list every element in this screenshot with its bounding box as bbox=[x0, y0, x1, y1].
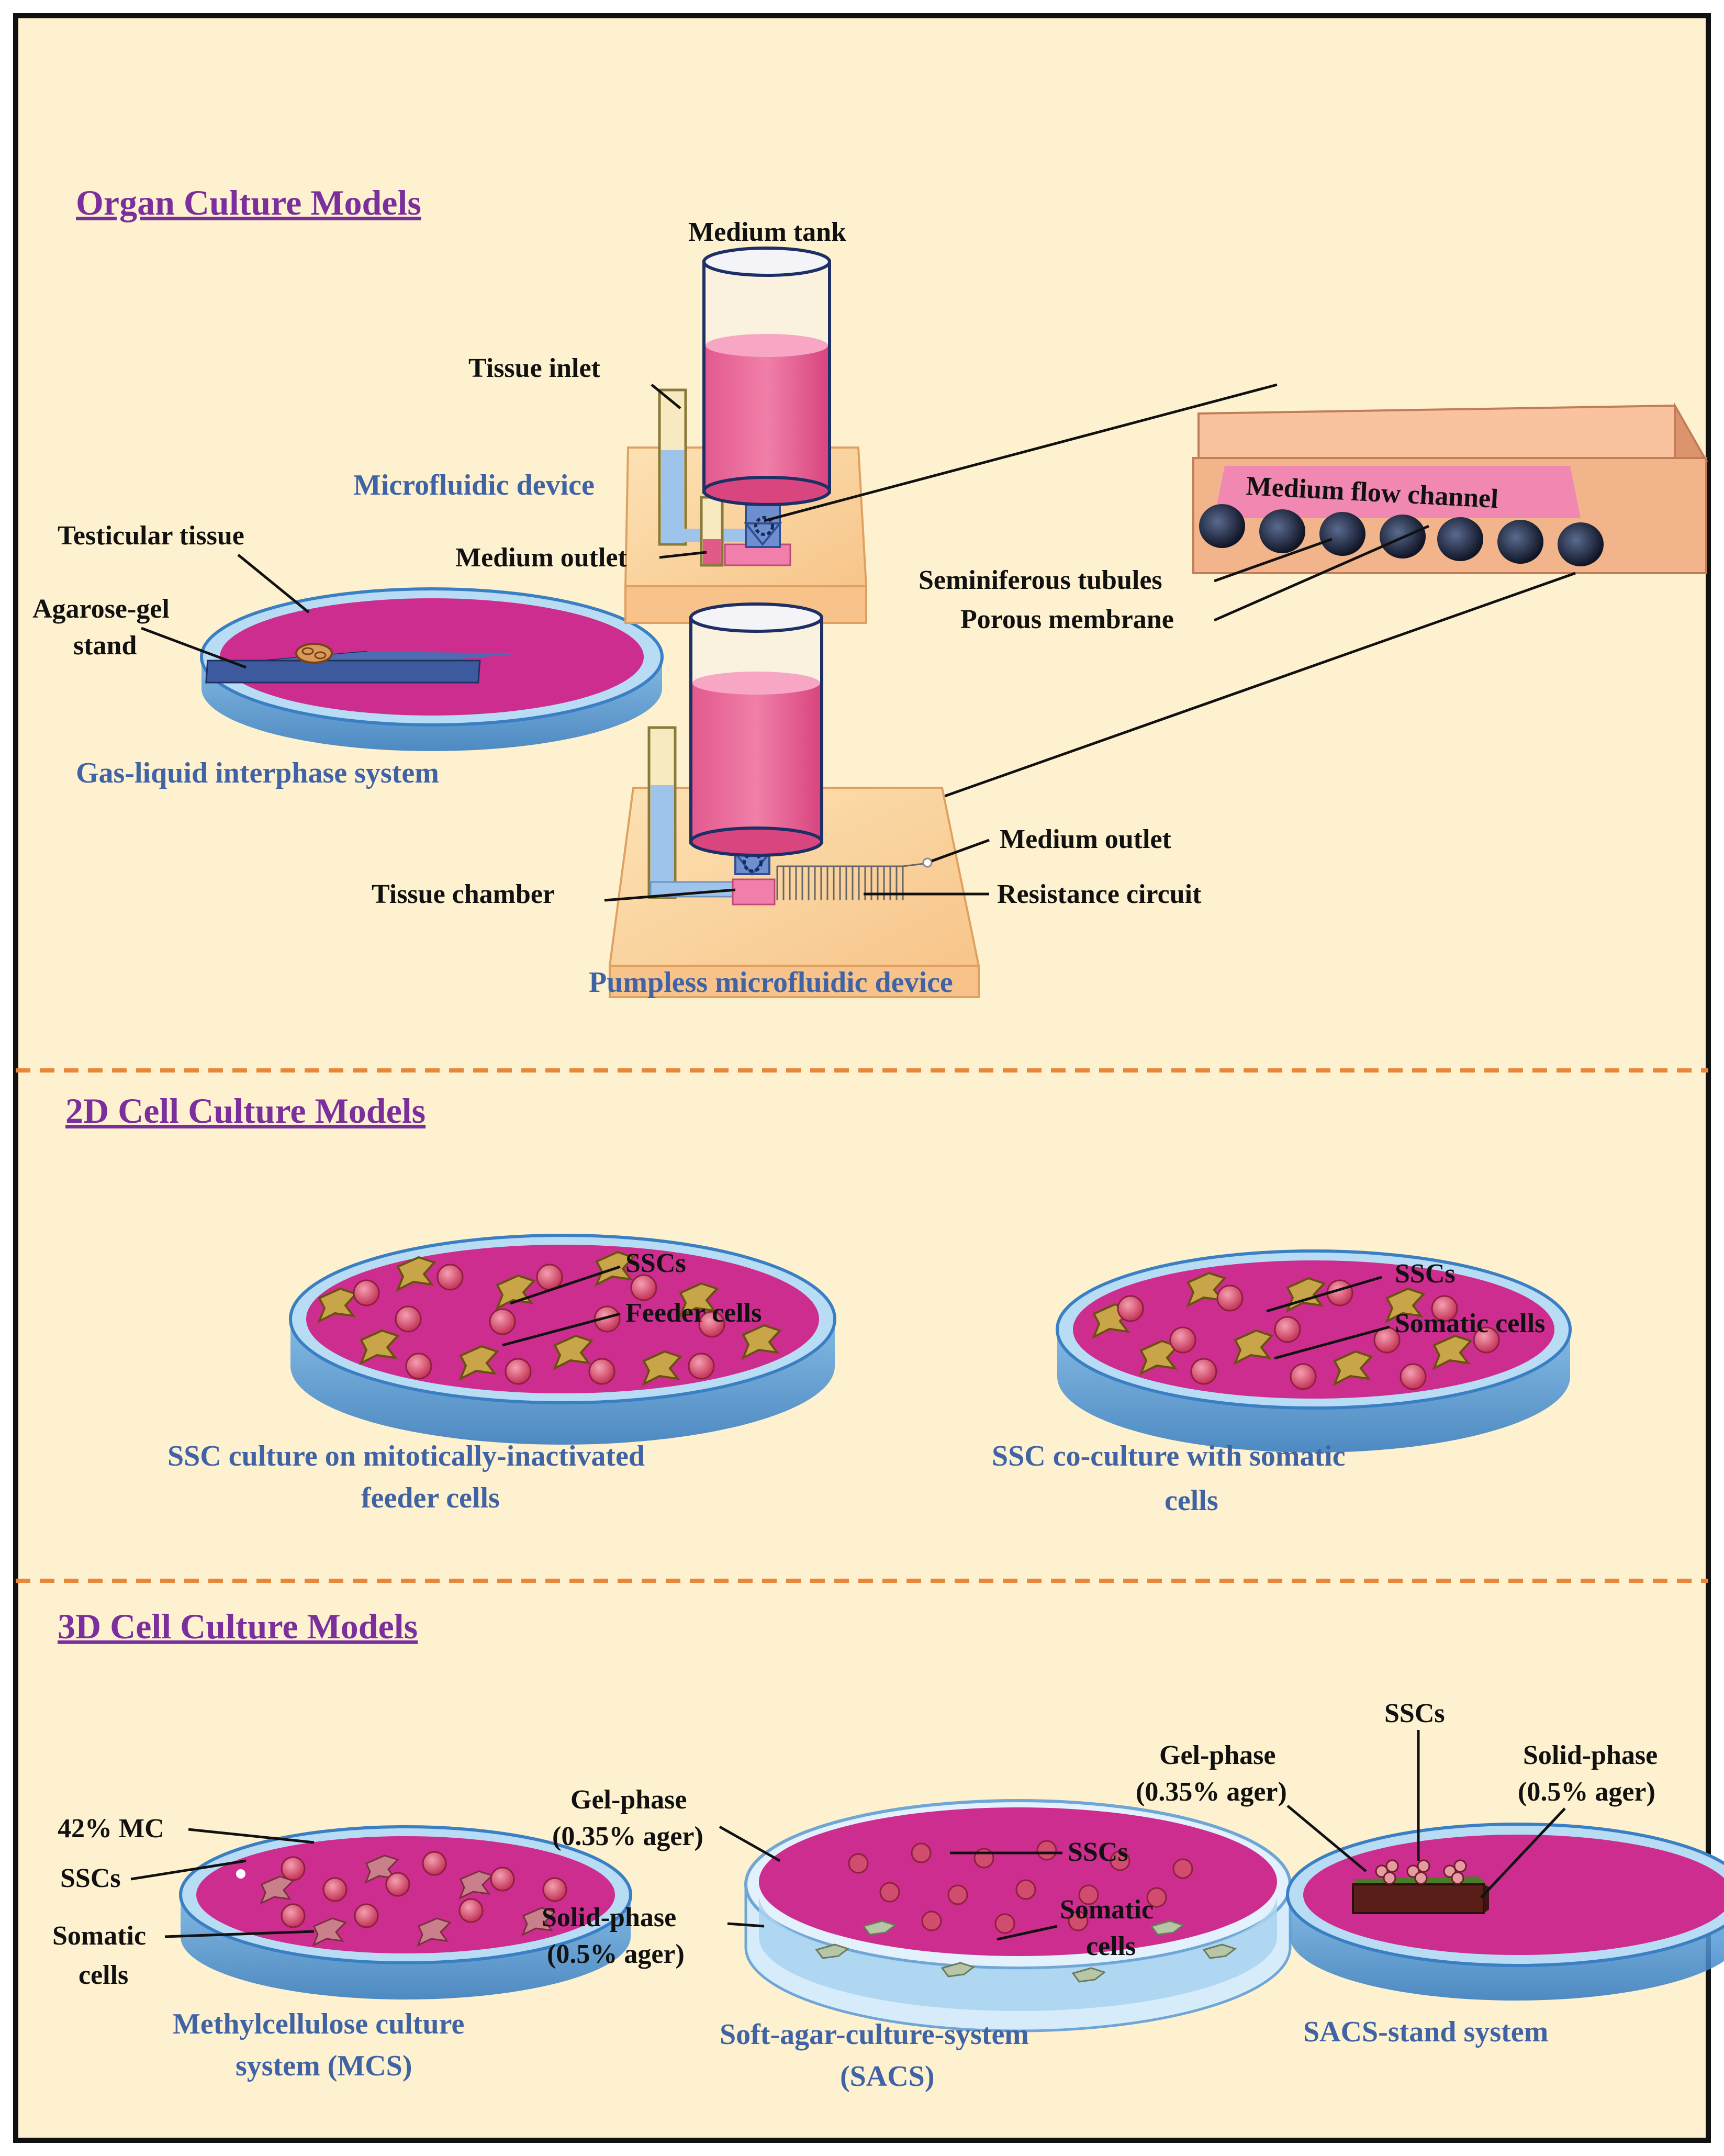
caption-2d-right-line1: SSC co-culture with somatic bbox=[992, 1440, 1346, 1472]
medium-tank-lower bbox=[689, 602, 823, 857]
label-mcs-somatic-line2: cells bbox=[79, 1960, 128, 1990]
label-stand-gel-line1: Gel-phase bbox=[1159, 1740, 1275, 1770]
tissue-chamber-marker-upper bbox=[754, 516, 774, 536]
label-resistance-circuit: Resistance circuit bbox=[997, 879, 1202, 909]
leader-sacs-gel bbox=[719, 1825, 781, 1862]
caption-mcs-line2: system (MCS) bbox=[236, 2050, 412, 2082]
gas-liquid-dish bbox=[200, 587, 664, 751]
label-sacs-sscs: SSCs bbox=[1068, 1837, 1128, 1867]
label-medium-outlet-lower: Medium outlet bbox=[1000, 824, 1172, 854]
leader-mcs-somatic bbox=[164, 1930, 315, 1938]
label-medium-outlet-upper: Medium outlet bbox=[455, 543, 628, 573]
dish-sacs bbox=[744, 1799, 1292, 2032]
leader-sacs-somatic bbox=[997, 1925, 1058, 1941]
medium-flow-channel-box bbox=[1192, 401, 1708, 574]
leader-testicular-tissue bbox=[237, 554, 310, 613]
dish-feeder-culture bbox=[289, 1234, 836, 1445]
leader-2d-feeder-cells bbox=[502, 1312, 621, 1347]
leader-2d-left-sscs bbox=[510, 1265, 621, 1305]
label-tissue-chamber: Tissue chamber bbox=[372, 879, 555, 909]
leader-porous-membrane bbox=[1213, 524, 1430, 622]
zoom-line-upper bbox=[764, 383, 1278, 522]
label-sacs-somatic-line1: Somatic bbox=[1060, 1895, 1154, 1925]
mcs-ssc-cells bbox=[281, 1851, 567, 1928]
leader-stand-gel bbox=[1286, 1805, 1367, 1872]
label-medium-tank: Medium tank bbox=[688, 217, 846, 247]
label-stand-sscs: SSCs bbox=[1384, 1699, 1445, 1728]
dish-somatic-coculture bbox=[1056, 1249, 1572, 1453]
testicular-tissue-piece bbox=[295, 643, 333, 664]
label-stand-solid-line1: Solid-phase bbox=[1523, 1740, 1658, 1770]
label-2d-left-sscs: SSCs bbox=[625, 1248, 686, 1278]
ssc-cells-left bbox=[353, 1264, 725, 1385]
leader-mcs-sscs bbox=[130, 1859, 247, 1881]
dish-mcs bbox=[179, 1825, 632, 1999]
caption-microfluidic-device: Microfluidic device bbox=[353, 469, 595, 501]
label-porous-membrane: Porous membrane bbox=[960, 605, 1174, 634]
leader-medium-outlet-upper bbox=[659, 551, 707, 559]
caption-2d-left-line2: feeder cells bbox=[361, 1482, 500, 1514]
label-agarose-gel-line1: Agarose-gel bbox=[32, 594, 170, 624]
label-sacs-gel-line1: Gel-phase bbox=[570, 1785, 687, 1815]
seminiferous-tubules-row bbox=[1199, 504, 1604, 566]
leader-tissue-chamber bbox=[604, 888, 736, 902]
label-stand-solid-line2: (0.5% ager) bbox=[1518, 1777, 1655, 1807]
caption-2d-left-line1: SSC culture on mitotically-inactivated bbox=[167, 1440, 645, 1472]
caption-gas-liquid: Gas-liquid interphase system bbox=[76, 757, 439, 789]
leader-2d-somatic-cells bbox=[1274, 1325, 1390, 1360]
label-sacs-solid-line1: Solid-phase bbox=[542, 1903, 676, 1932]
leader-2d-right-sscs bbox=[1266, 1276, 1382, 1313]
mcs-somatic-cells bbox=[260, 1855, 556, 1947]
medium-tank-upper bbox=[702, 247, 831, 506]
label-mcs-somatic-line1: Somatic bbox=[52, 1921, 146, 1951]
label-tissue-inlet: Tissue inlet bbox=[468, 353, 601, 383]
leader-sacs-solid bbox=[727, 1922, 765, 1928]
sacs-somatic-cells bbox=[815, 1920, 1237, 1983]
leader-medium-outlet-lower bbox=[931, 839, 990, 863]
section-title-2d: 2D Cell Culture Models bbox=[65, 1091, 426, 1131]
leader-42-mc bbox=[188, 1828, 315, 1844]
section-title-3d: 3D Cell Culture Models bbox=[58, 1606, 418, 1646]
label-mcs-sscs: SSCs bbox=[60, 1863, 121, 1893]
label-2d-somatic-cells: Somatic cells bbox=[1395, 1309, 1545, 1338]
leader-seminiferous-tubules bbox=[1214, 538, 1333, 583]
somatic-cells-right bbox=[1092, 1271, 1473, 1387]
label-sacs-gel-line2: (0.35% ager) bbox=[552, 1822, 703, 1851]
stand-ssc-clusters bbox=[1375, 1859, 1467, 1885]
caption-2d-right-line2: cells bbox=[1165, 1484, 1218, 1517]
leader-stand-solid bbox=[1480, 1807, 1566, 1898]
leader-agarose-gel bbox=[141, 627, 247, 669]
caption-mcs-line1: Methylcellulose culture bbox=[173, 2008, 464, 2040]
label-sacs-somatic-line2: cells bbox=[1086, 1931, 1136, 1961]
sacs-ssc-cells bbox=[848, 1840, 1193, 1934]
caption-sacs-line2: (SACS) bbox=[840, 2060, 934, 2093]
resistance-circuit-lines bbox=[776, 863, 924, 900]
figure-background bbox=[13, 13, 1711, 2143]
caption-pumpless: Pumpless microfluidic device bbox=[589, 966, 953, 999]
label-42-mc: 42% MC bbox=[58, 1814, 164, 1844]
label-stand-gel-line2: (0.35% ager) bbox=[1136, 1777, 1287, 1807]
leader-tissue-inlet bbox=[651, 384, 681, 409]
dish-sacs-stand bbox=[1286, 1823, 1724, 2001]
label-2d-feeder-cells: Feeder cells bbox=[625, 1298, 762, 1328]
caption-sacs-stand: SACS-stand system bbox=[1303, 2016, 1548, 2048]
label-agarose-gel-line2: stand bbox=[73, 631, 137, 661]
label-seminiferous-tubules: Seminiferous tubules bbox=[919, 565, 1162, 595]
caption-sacs-line1: Soft-agar-culture-system bbox=[720, 2018, 1029, 2051]
label-testicular-tissue: Testicular tissue bbox=[58, 521, 244, 551]
label-sacs-solid-line2: (0.5% ager) bbox=[547, 1939, 685, 1969]
section-title-organ: Organ Culture Models bbox=[76, 183, 421, 222]
label-2d-right-sscs: SSCs bbox=[1395, 1259, 1456, 1289]
